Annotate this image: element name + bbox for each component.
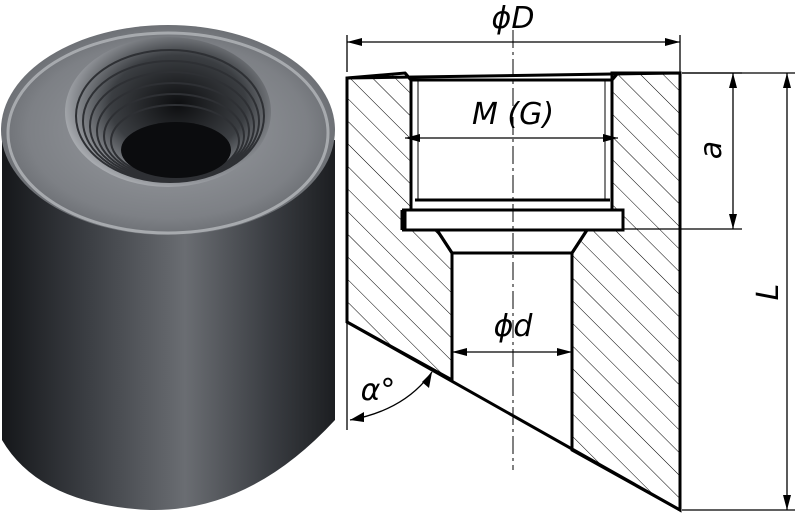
bore-bottom [121, 122, 231, 178]
bore-outline [345, 71, 682, 513]
cross-section [345, 30, 682, 513]
cylinder-body [2, 125, 335, 511]
dimension-arrows [347, 38, 791, 510]
section-wall-left [345, 71, 454, 383]
label-outer-diameter: ϕD [492, 1, 535, 36]
part-render [1, 25, 335, 511]
label-length: L [751, 284, 786, 301]
thread-rings [75, 49, 265, 183]
label-angle: α° [361, 373, 396, 408]
label-inner-diameter: ϕd [494, 309, 534, 344]
label-thread-depth: a [694, 141, 729, 159]
cylinder-top-rim [6, 31, 330, 235]
dimensions [346, 35, 795, 511]
label-thread: M (G) [472, 97, 554, 132]
